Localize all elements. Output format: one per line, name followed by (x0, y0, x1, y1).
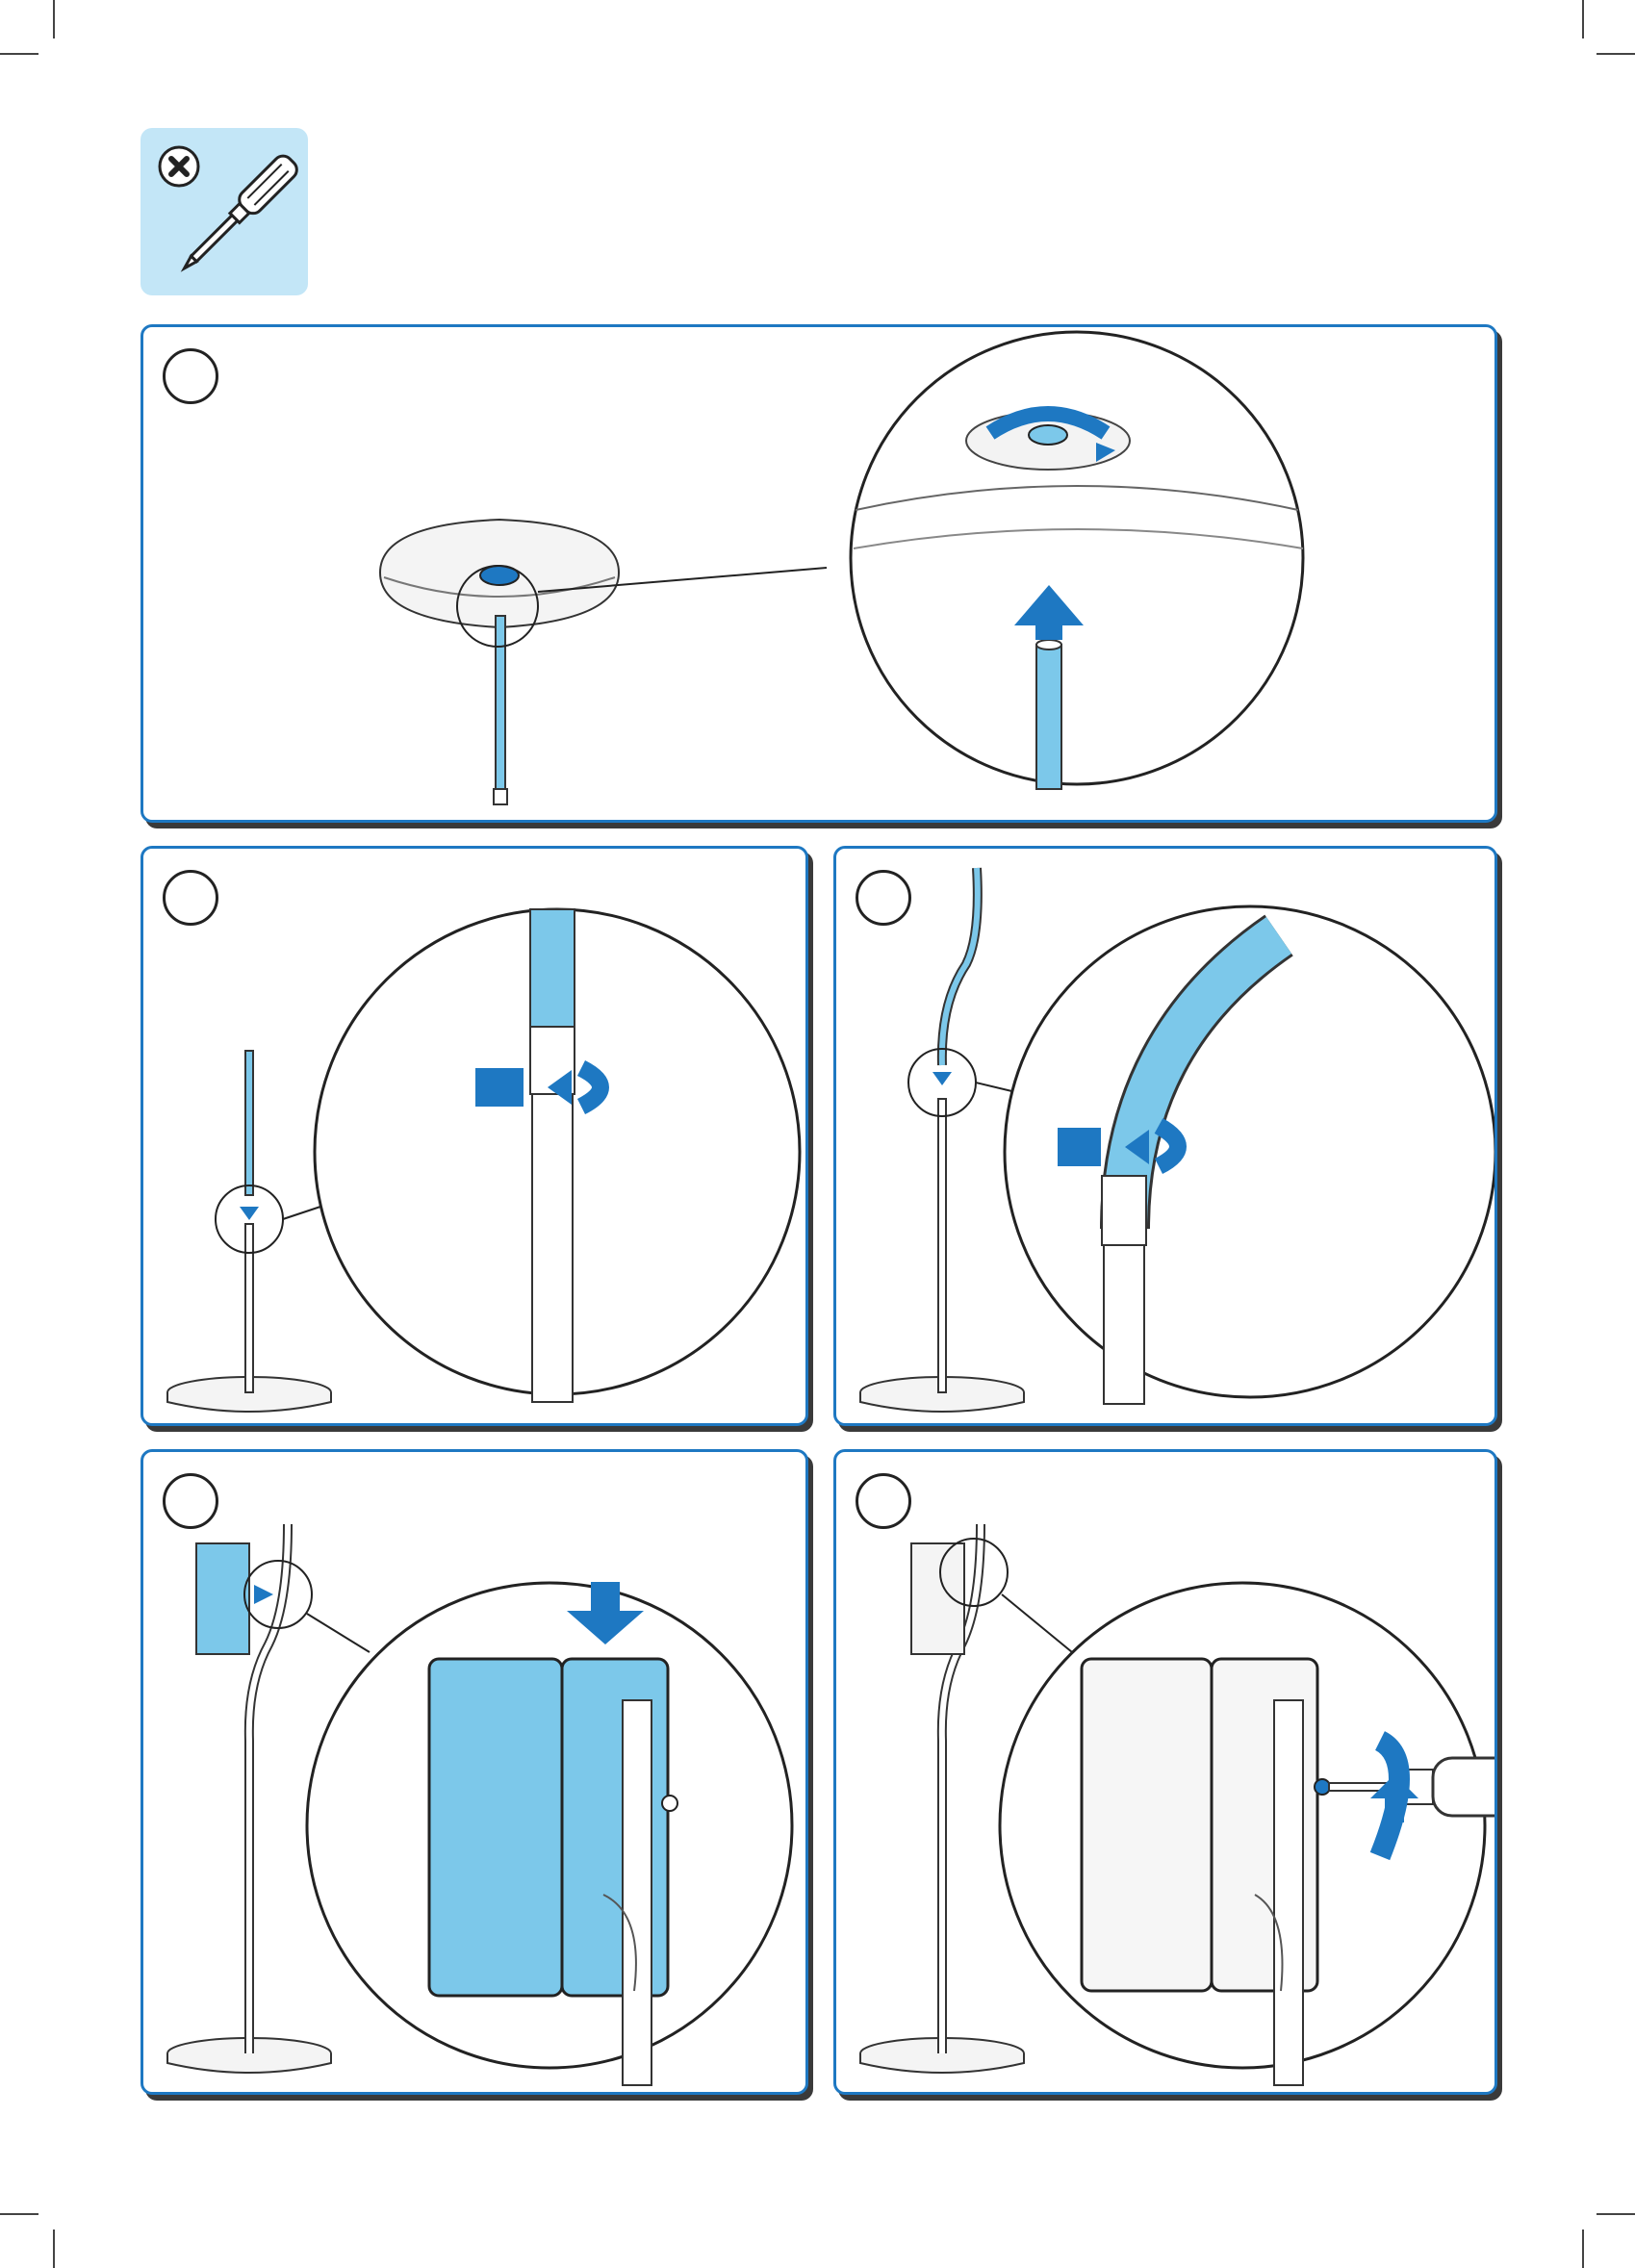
curved-tube-insert-rotate-icon (836, 849, 1494, 1423)
crop-mark (1597, 53, 1635, 55)
step-panel-1 (141, 324, 1497, 823)
step-panel-2 (141, 846, 808, 1426)
crop-mark (1597, 2213, 1635, 2215)
base-column-upward-arrow-icon (143, 327, 1494, 820)
crop-mark (1582, 2230, 1584, 2268)
crop-mark (1582, 0, 1584, 38)
tool-required-box (141, 128, 308, 295)
screw-tighten-screwdriver-icon (836, 1452, 1494, 2092)
screwdriver-icon (141, 128, 308, 295)
crop-mark (0, 53, 38, 55)
step-panel-5 (833, 1449, 1497, 2095)
crop-mark (53, 0, 55, 38)
crop-mark (0, 2213, 38, 2215)
step-panel-3 (833, 846, 1497, 1426)
crop-mark (53, 2230, 55, 2268)
tube-insert-rotate-icon (143, 849, 805, 1423)
speaker-mount-down-arrow-icon (143, 1452, 805, 2092)
step-panel-4 (141, 1449, 808, 2095)
